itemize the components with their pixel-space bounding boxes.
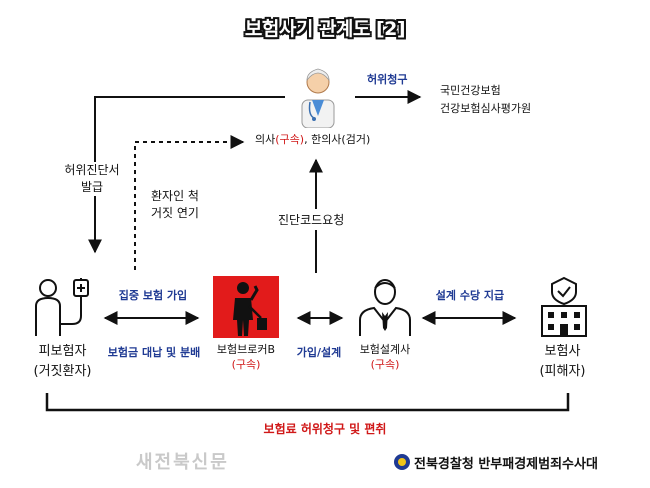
enroll-design-label: 가입/설계 — [296, 346, 342, 359]
diagram-title: 보험사기 관계도 [2] — [244, 18, 406, 40]
bottom-label: 보험료 허위청구 및 편취 — [263, 422, 387, 436]
false-document-line1: 허위진단서 — [64, 163, 120, 177]
planner-status: (구속) — [370, 358, 400, 371]
false-document-arrow — [88, 96, 285, 254]
watermark: 새전북신문 — [136, 452, 229, 473]
doctor-icon — [301, 68, 335, 128]
oriental-doctor-status: , 한의사(검거) — [304, 133, 371, 146]
false-claim-label: 허위청구 — [367, 73, 408, 86]
agency-hira: 건강보험심사평가원 — [440, 102, 532, 115]
fake-patient-line1: 환자인 척 — [151, 189, 199, 203]
fake-patient-line2: 거짓 연기 — [151, 206, 199, 220]
organization-name: 전북경찰청 반부패경제범죄수사대 — [414, 457, 598, 472]
fake-patient-dotted-arrow — [134, 135, 245, 270]
police-emblem-icon — [394, 454, 410, 470]
doctor-name: 의사 — [255, 133, 276, 146]
planner-name: 보험설계사 — [359, 343, 411, 356]
planner-label: 보험설계사 (구속) — [340, 342, 430, 372]
patient-name: 피보험자 — [38, 344, 87, 359]
loan-distribution-label: 보험금 대납 및 분배 — [107, 346, 201, 359]
doctor-label: 의사(구속), 한의사(검거) — [255, 131, 370, 147]
false-document-line2: 발급 — [80, 180, 104, 194]
broker-box — [213, 276, 279, 338]
insurer-name: 보험사 — [544, 344, 581, 359]
agency-nhis: 국민건강보험 — [440, 84, 501, 97]
patient-sub: (거짓환자) — [33, 364, 92, 379]
false-document-label: 허위진단서 발급 — [52, 162, 132, 196]
insurer-label: 보험사 (피해자) — [510, 342, 615, 382]
fake-patient-label: 환자인 척 거짓 연기 — [140, 188, 210, 222]
design-commission-label: 설계 수당 지급 — [435, 289, 505, 302]
broker-icon — [233, 282, 267, 336]
patient-icon — [35, 278, 89, 336]
agency-list: 국민건강보험 건강보험심사평가원 — [440, 82, 531, 118]
patient-label: 피보험자 (거짓환자) — [5, 342, 120, 382]
bottom-bracket — [45, 393, 570, 412]
broker-label: 보험브로커B (구속) — [205, 342, 287, 372]
broker-name: 보험브로커B — [216, 343, 276, 356]
diagnosis-code-label: 진단코드요청 — [278, 209, 345, 230]
concentrated-enroll-label: 집중 보험 가입 — [118, 289, 188, 302]
planner-icon — [359, 279, 411, 336]
insurer-building-icon — [541, 276, 587, 337]
insurer-sub: (피해자) — [539, 364, 586, 379]
broker-status: (구속) — [231, 358, 261, 371]
doctor-arrest-status: (구속) — [275, 133, 305, 146]
